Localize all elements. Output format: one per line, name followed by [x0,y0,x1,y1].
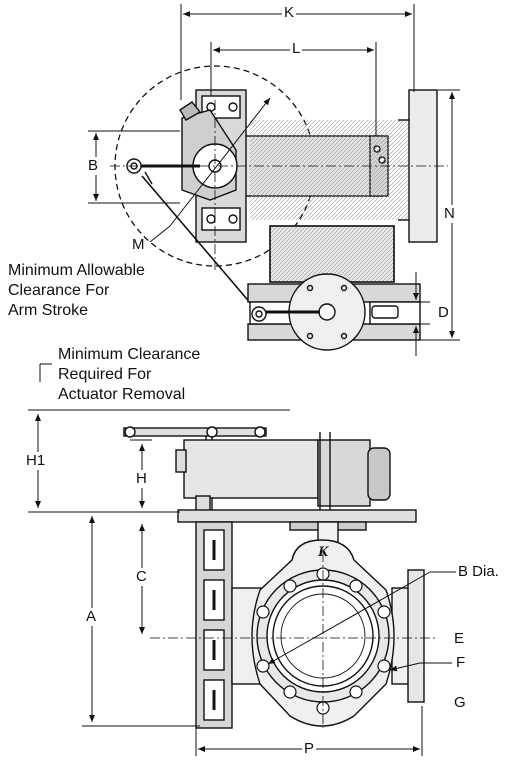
dim-label-f: F [456,654,466,671]
dim-label-a: A [84,608,99,626]
dim-label-e: E [454,630,465,647]
arm-clearance-line-1: Minimum Allowable [8,262,145,279]
dim-label-n: N [442,205,457,223]
actuator-clearance-line-3: Actuator Removal [58,386,186,403]
arm-clearance-note: Minimum Allowable Clearance For Arm Stro… [8,261,145,321]
actuator-clearance-line-1: Minimum Clearance [58,346,201,363]
brand-logo: K [317,544,329,560]
bolt-holes [256,567,391,715]
mounting-plate [177,509,417,523]
actuator-cylinder [317,439,371,507]
dim-label-c: C [134,568,149,586]
actuator-clearance-line-2: Required For [58,366,152,383]
dim-label-d: D [436,304,451,322]
dim-label-h: H [134,470,149,488]
arm-clearance-line-3: Arm Stroke [8,302,89,319]
dim-label-k: K [282,4,297,22]
dim-label-p: P [302,740,317,758]
handwheel-bar [123,427,267,437]
side-dimensions [28,363,456,756]
top-view [110,65,448,351]
side-view [123,426,436,729]
arm-clearance-line-2: Clearance For [8,282,110,299]
right-end-flange [407,569,425,703]
dim-label-h1: H1 [24,452,48,470]
dim-label-g: G [454,694,466,711]
dim-label-m: M [132,236,145,253]
gearbox [183,439,319,499]
dim-label-b-dia: B Dia. [458,563,499,580]
dim-label-b-top: B [86,157,101,175]
dim-label-l: L [290,40,303,58]
actuator-clearance-note: Minimum Clearance Required For Actuator … [58,345,200,405]
